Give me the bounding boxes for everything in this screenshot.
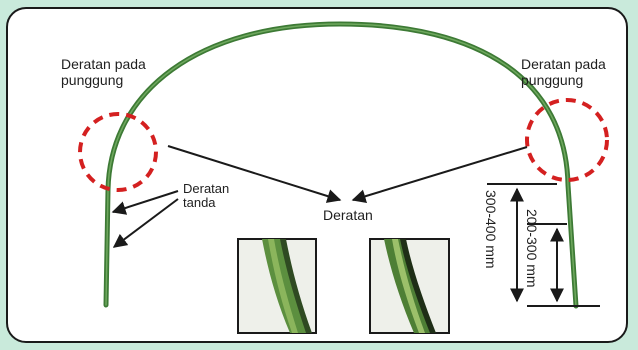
label-mark-texture: Deratan tanda — [183, 182, 229, 210]
label-dim-inner: 200-300 mm — [524, 209, 540, 288]
label-back-texture-left-line2: punggung — [61, 72, 146, 88]
label-dim-outer: 300-400 mm — [483, 190, 499, 269]
arrow-mark-upper — [113, 191, 178, 212]
arrow-mark-lower — [114, 199, 178, 247]
arrow-right-to-center — [353, 147, 527, 200]
label-back-texture-left: Deratan pada punggung — [61, 56, 146, 88]
label-mark-texture-line1: Deratan — [183, 182, 229, 196]
label-center-texture: Deratan — [323, 207, 373, 223]
label-back-texture-right: Deratan pada punggung — [521, 56, 606, 88]
pole-closeup-photo-left — [238, 239, 316, 333]
label-back-texture-right-line2: punggung — [521, 72, 606, 88]
back-texture-circle-left — [80, 114, 156, 190]
label-back-texture-left-line1: Deratan pada — [61, 56, 146, 72]
label-mark-texture-line2: tanda — [183, 196, 229, 210]
pole-closeup-photo-right — [370, 239, 449, 333]
label-back-texture-right-line1: Deratan pada — [521, 56, 606, 72]
